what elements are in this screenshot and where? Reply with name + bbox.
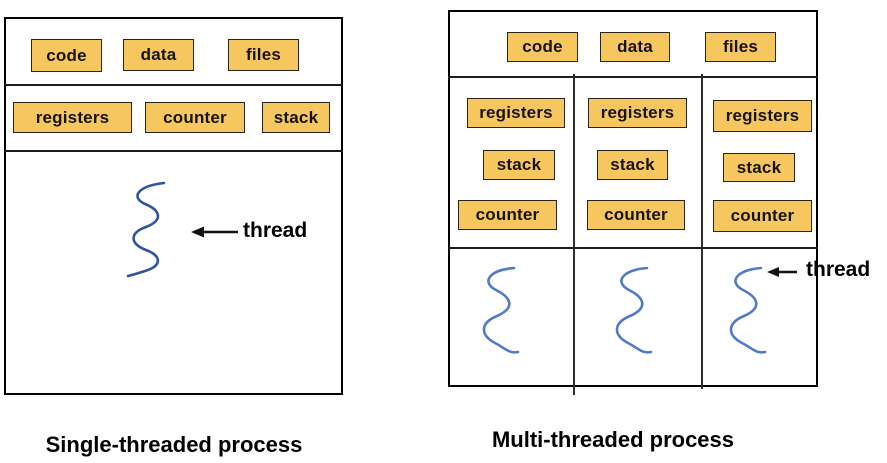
column-divider <box>573 74 575 395</box>
data-label: data <box>140 45 177 64</box>
thread-arrow-icon <box>191 226 238 238</box>
stack-box: stack <box>483 150 555 180</box>
registers-box: registers <box>467 98 565 128</box>
files-box: files <box>228 39 299 71</box>
section-divider <box>4 84 343 86</box>
thread-squiggle-icon <box>126 181 166 278</box>
registers-box: registers <box>13 102 132 133</box>
registers-label: registers <box>479 103 553 122</box>
code-label: code <box>46 45 87 65</box>
registers-label: registers <box>600 103 675 122</box>
thread-squiggle-icon <box>615 266 653 354</box>
files-box: files <box>705 32 776 62</box>
thread-squiggle-icon <box>482 266 520 354</box>
stack-label: stack <box>736 157 782 177</box>
registers-label: registers <box>725 106 800 125</box>
data-box: data <box>600 32 670 62</box>
multi-threaded-process-box: code data files registers stack counter … <box>448 10 870 395</box>
section-divider <box>4 150 343 152</box>
thread-arrow-icon <box>767 267 797 277</box>
code-box: code <box>507 32 578 62</box>
section-divider <box>448 247 818 249</box>
single-threaded-caption: Single-threaded process <box>45 432 303 457</box>
counter-label: counter <box>163 107 227 127</box>
counter-box: counter <box>713 200 812 232</box>
stack-label: stack <box>610 155 655 174</box>
registers-label: registers <box>35 107 110 127</box>
counter-label: counter <box>604 205 668 224</box>
registers-box: registers <box>713 100 812 132</box>
files-label: files <box>722 37 759 56</box>
thread-label: thread <box>806 258 871 281</box>
stack-box: stack <box>597 150 668 180</box>
code-label: code <box>522 37 563 56</box>
single-threaded-process-box: code data files registers counter stack … <box>4 17 343 395</box>
section-divider <box>448 76 818 78</box>
code-box: code <box>31 39 102 72</box>
counter-label: counter <box>475 205 540 224</box>
data-label: data <box>617 37 653 56</box>
stack-box: stack <box>262 102 330 133</box>
stack-label: stack <box>496 155 542 174</box>
counter-box: counter <box>587 200 685 230</box>
registers-box: registers <box>588 98 687 128</box>
counter-box: counter <box>145 102 245 133</box>
multi-threaded-caption: Multi-threaded process <box>491 427 735 452</box>
data-box: data <box>123 39 194 71</box>
column-divider <box>701 74 703 389</box>
thread-squiggle-icon <box>729 266 767 354</box>
thread-label: thread <box>243 219 308 242</box>
counter-box: counter <box>458 200 557 230</box>
stack-box: stack <box>723 153 795 182</box>
stack-label: stack <box>273 107 319 127</box>
files-label: files <box>245 45 282 64</box>
counter-label: counter <box>730 206 795 225</box>
